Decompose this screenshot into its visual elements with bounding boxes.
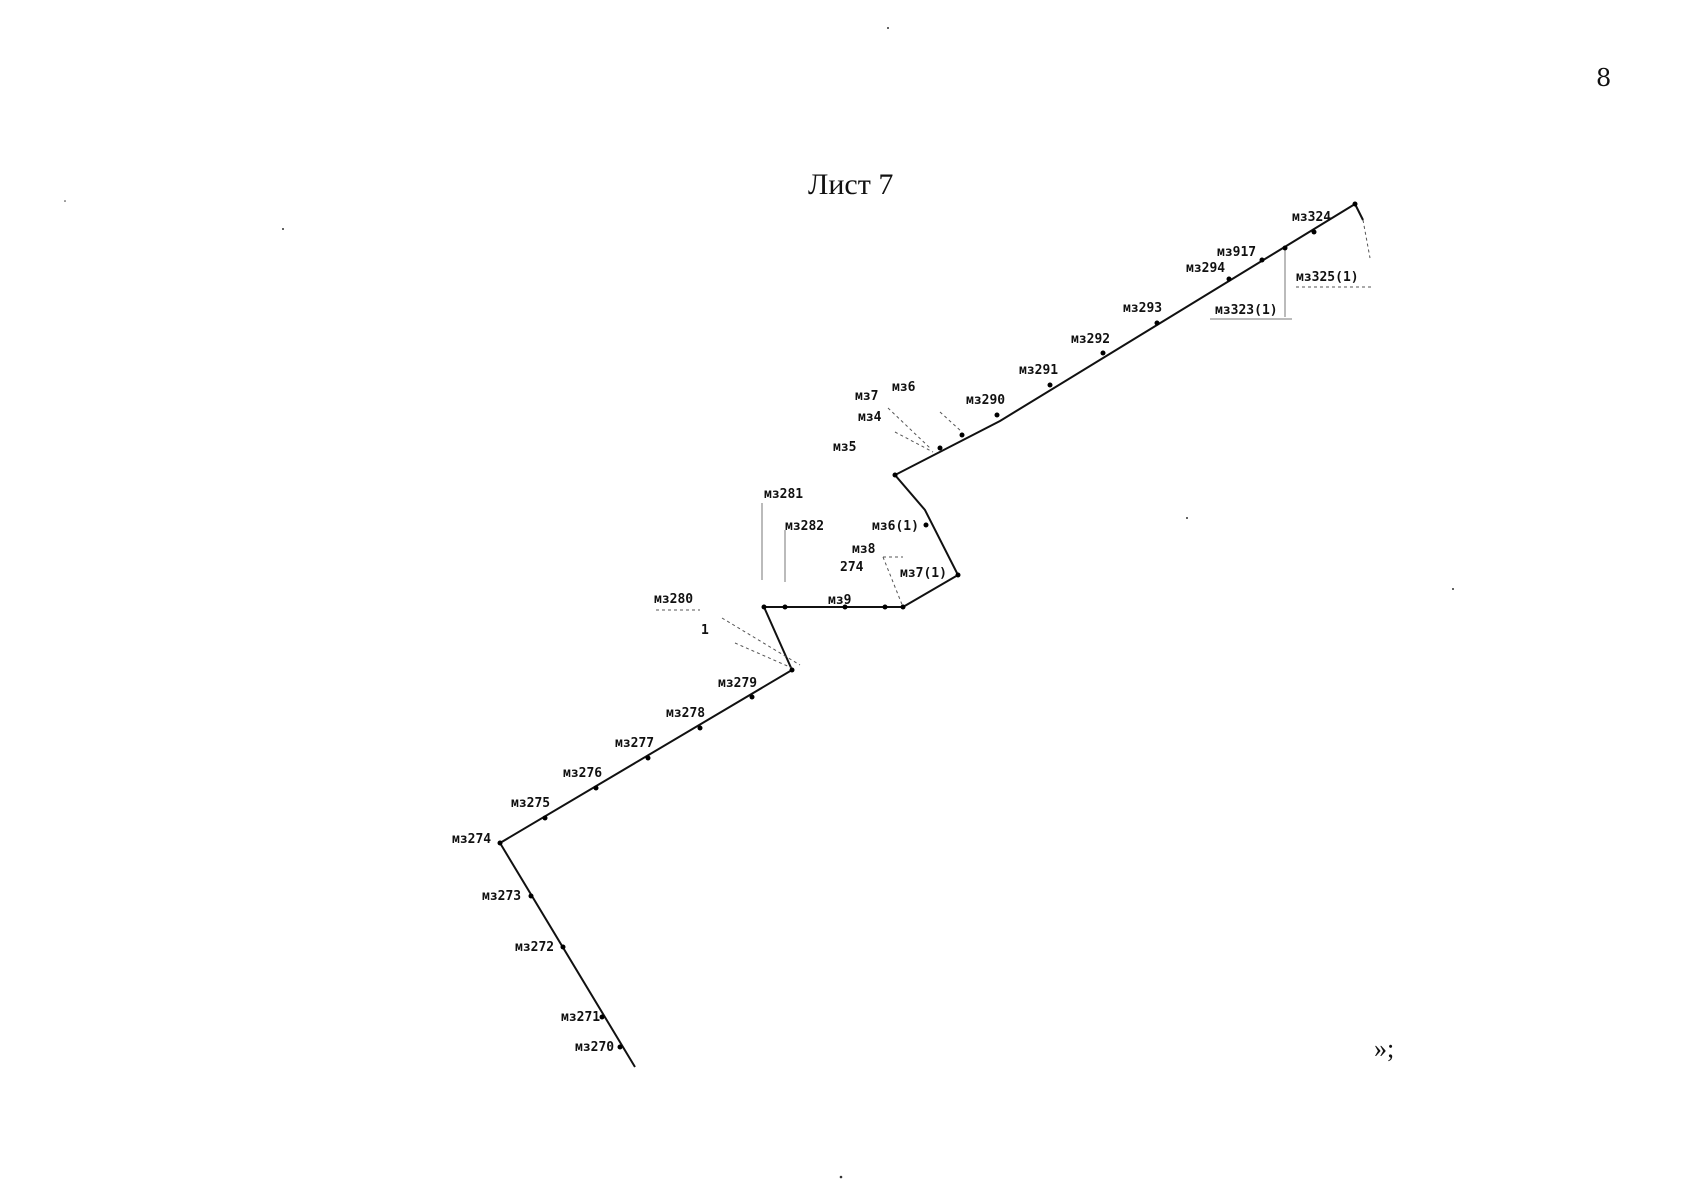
point-label: мз6(1)	[872, 519, 919, 534]
scan-speck	[282, 228, 284, 230]
vertex	[599, 1014, 605, 1020]
point-label: мз323(1)	[1215, 303, 1278, 318]
closing-quote-mark: »;	[1374, 1034, 1395, 1063]
point-label: мз273	[482, 889, 521, 904]
point-label: мз7	[855, 389, 878, 404]
vertex	[937, 445, 943, 451]
vertex	[882, 604, 888, 610]
point-label: мз9	[828, 593, 851, 608]
boundary-vertices	[497, 201, 1358, 1050]
vertex	[1100, 350, 1106, 356]
aux-line	[734, 642, 793, 669]
vertex	[994, 412, 1000, 418]
scan-speck	[1186, 517, 1188, 519]
scan-speck	[839, 1175, 843, 1179]
boundary-tip	[1354, 203, 1364, 221]
aux-line	[894, 431, 934, 453]
page-number: 8	[1596, 64, 1612, 92]
point-label: мз917	[1217, 245, 1256, 260]
point-label: мз293	[1123, 301, 1162, 316]
vertex	[900, 604, 906, 610]
vertex	[697, 725, 703, 731]
point-label: мз294	[1186, 261, 1225, 276]
aux-line	[939, 411, 963, 433]
vertex	[528, 893, 534, 899]
vertex	[560, 944, 566, 950]
vertex	[645, 755, 651, 761]
point-label: мз4	[858, 410, 882, 425]
vertex	[892, 472, 898, 478]
point-label: мз8	[852, 542, 876, 557]
point-label: мз324	[1292, 210, 1331, 225]
vertex	[1282, 245, 1288, 251]
vertex	[749, 694, 755, 700]
aux-line	[721, 617, 801, 666]
point-label: 274	[840, 560, 864, 575]
vertex	[1047, 382, 1053, 388]
point-label: мз281	[764, 487, 803, 502]
aux-line	[882, 556, 904, 608]
aux-line	[887, 407, 931, 449]
vertex	[593, 785, 599, 791]
boundary-line	[498, 203, 1356, 1068]
point-label: мз279	[718, 676, 757, 691]
point-label: 1	[701, 623, 709, 638]
point-label: мз7(1)	[900, 566, 947, 581]
point-label: мз276	[563, 766, 602, 781]
point-label: мз325(1)	[1296, 270, 1359, 285]
point-label: мз6	[892, 380, 916, 395]
point-label: мз290	[966, 393, 1005, 408]
sheet-title: Лист 7	[808, 168, 894, 201]
vertex	[842, 604, 848, 610]
point-label: мз277	[615, 736, 654, 751]
scan-speck	[1452, 588, 1454, 590]
point-label: мз278	[666, 706, 705, 721]
vertex	[959, 432, 965, 438]
vertex	[782, 604, 788, 610]
vertex	[761, 604, 767, 610]
vertex	[923, 522, 929, 528]
vertex	[497, 840, 503, 846]
aux-line	[1362, 219, 1371, 259]
point-label: мз272	[515, 940, 554, 955]
vertex	[1311, 229, 1317, 235]
vertex	[1352, 201, 1358, 207]
point-label: мз270	[575, 1040, 614, 1055]
point-label: мз271	[561, 1010, 600, 1025]
point-label: мз292	[1071, 332, 1110, 347]
vertex	[1259, 257, 1265, 263]
vertex	[542, 815, 548, 821]
vertex	[789, 667, 795, 673]
vertex	[955, 572, 961, 578]
point-label: мз291	[1019, 363, 1058, 378]
point-label: мз274	[452, 832, 491, 847]
scan-speck	[887, 27, 889, 29]
point-label: мз275	[511, 796, 550, 811]
scan-speck	[64, 200, 66, 202]
point-label: мз280	[654, 592, 693, 607]
point-label: мз282	[785, 519, 824, 534]
vertex	[1154, 320, 1160, 326]
vertex	[1226, 276, 1232, 282]
point-label: мз5	[833, 440, 856, 455]
vertex	[617, 1044, 623, 1050]
